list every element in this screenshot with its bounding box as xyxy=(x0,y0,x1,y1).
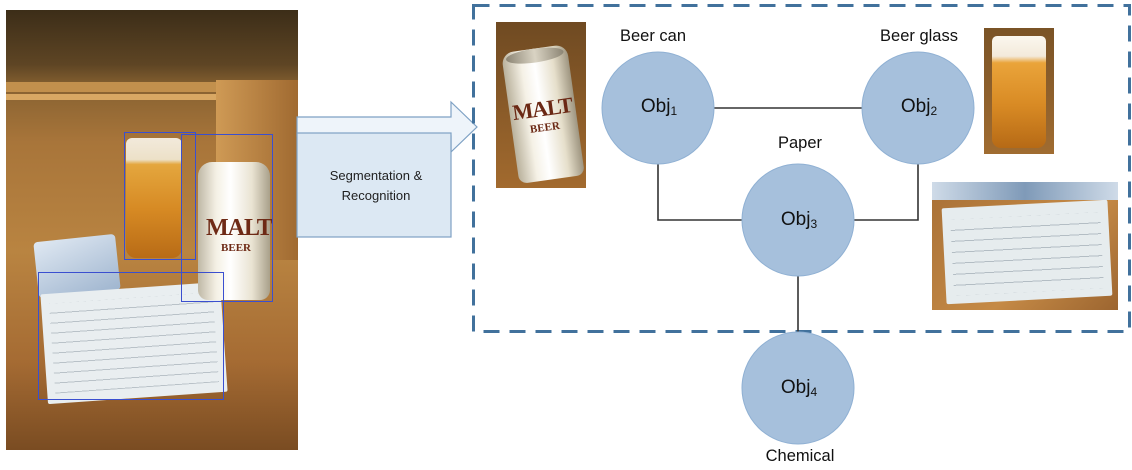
photo-beer-glass xyxy=(126,138,182,258)
node-obj4-label: Obj4 xyxy=(780,377,818,399)
node-obj3-label: Obj3 xyxy=(780,209,818,231)
photo-can-label-malt: MALT xyxy=(206,215,273,241)
arrow-label: Segmentation & Recognition xyxy=(300,166,452,206)
photo-wall xyxy=(6,10,298,88)
crop-glass-body xyxy=(992,36,1046,148)
category-label-obj4: Chemical xyxy=(765,447,835,465)
photo-can-label-beer: BEER xyxy=(221,242,251,254)
arrow-label-line1: Segmentation & xyxy=(329,168,423,183)
bbox-paper xyxy=(38,272,224,400)
crop-beer-glass xyxy=(984,28,1054,154)
node-obj1-label: Obj1 xyxy=(640,96,678,118)
node-obj2 xyxy=(861,51,975,165)
node-obj1 xyxy=(601,51,715,165)
input-photo: MALT BEER xyxy=(6,10,298,450)
node-obj2-label: Obj2 xyxy=(900,96,938,118)
arrow-label-box xyxy=(296,132,452,238)
node-obj3 xyxy=(741,163,855,277)
crop-beer-can: MALT BEER xyxy=(496,22,586,188)
category-label-obj1: Beer can xyxy=(619,27,687,45)
photo-shelf xyxy=(6,82,298,92)
bbox-beer-glass xyxy=(124,132,196,260)
photo-divider xyxy=(6,94,221,100)
bbox-beer-can xyxy=(181,134,273,302)
crop-paper-packet-strip xyxy=(932,182,1118,200)
category-label-obj3: Paper xyxy=(777,134,823,152)
arrow-label-line2: Recognition xyxy=(341,188,411,203)
object-graph-frame xyxy=(472,4,1131,333)
segmentation-arrow xyxy=(296,100,478,238)
node-obj4 xyxy=(741,331,855,445)
photo-beer-can xyxy=(198,162,270,300)
category-label-obj2: Beer glass xyxy=(880,27,958,45)
crop-paper xyxy=(932,182,1118,310)
